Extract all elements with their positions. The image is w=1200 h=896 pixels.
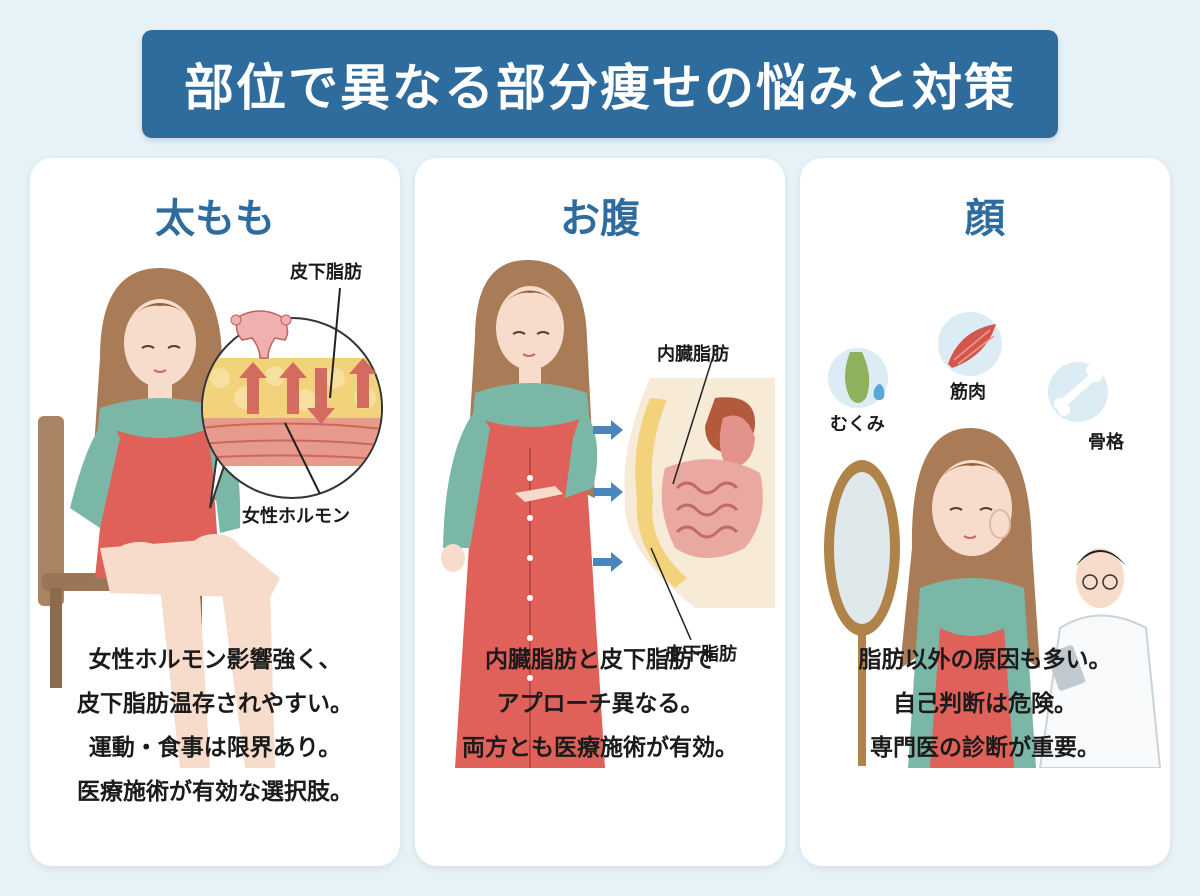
thigh-illustration: 皮下脂肪 女性ホルモン [38,261,383,768]
doctor-illustration [1038,548,1162,768]
description-line: 両方とも医療施術が有効。 [462,735,738,761]
pointer-arrow-icon [593,420,623,572]
woman-face-illustration [900,428,1040,768]
card-description-thigh: 女性ホルモン影響強く、 皮下脂肪温存されやすい。 運動・食事は限界あり。 医療施… [30,638,400,814]
woman-standing-illustration [441,259,605,768]
description-line: 自己判断は危険。 [893,691,1077,717]
description-line: 専門医の診断が重要。 [870,735,1100,761]
label-bone: 骨格 [1088,431,1125,453]
description-line: 女性ホルモン影響強く、 [88,647,342,673]
title-banner: 部位で異なる部分痩せの悩みと対策 [142,30,1058,138]
card-description-face: 脂肪以外の原因も多い。 自己判断は危険。 専門医の診断が重要。 [800,638,1170,770]
description-line: 医療施術が有効な選択肢。 [77,779,353,805]
abdomen-cross-section [624,349,775,641]
label-subcutaneous-fat: 皮下脂肪 [290,261,362,283]
label-swelling: むくみ [830,414,885,435]
label-visceral-fat: 内臓脂肪 [657,343,729,365]
face-illustration: むくみ 筋肉 骨格 [824,312,1162,768]
down-arrow-icon [307,368,335,424]
uterus-icon [230,310,292,359]
card-title-face: 顔 [965,196,1005,242]
muscle-icon [938,312,1002,376]
bone-icon [1048,362,1108,422]
card-thigh: 太もも [30,158,400,866]
card-face: 顔 むくみ 筋肉 骨格 [800,158,1170,866]
swelling-icon [828,348,888,408]
up-arrow-icon [239,358,377,414]
card-title-belly: お腹 [560,196,640,242]
page-title: 部位で異なる部分痩せの悩みと対策 [184,59,1016,117]
label-subcutaneous-fat: 皮下脂肪 [665,643,737,665]
mirror-illustration [824,460,900,766]
description-line: アプローチ異なる。 [496,691,704,717]
belly-illustration: 内臓脂肪 皮下脂肪 [441,259,775,768]
woman-seated-illustration [70,268,280,768]
fat-layer-bubble [201,287,383,509]
card-belly: お腹 [415,158,785,866]
card-title-thigh: 太もも [155,196,275,242]
description-line: 運動・食事は限界あり。 [88,735,342,761]
label-female-hormone: 女性ホルモン [242,505,350,527]
description-line: 皮下脂肪温存されやすい。 [77,691,353,717]
label-muscle: 筋肉 [950,381,986,403]
description-line: 脂肪以外の原因も多い。 [858,647,1112,673]
card-description-belly: 内臓脂肪と皮下脂肪で アプローチ異なる。 両方とも医療施術が有効。 [415,638,785,770]
description-line: 内臓脂肪と皮下脂肪で [485,647,715,673]
